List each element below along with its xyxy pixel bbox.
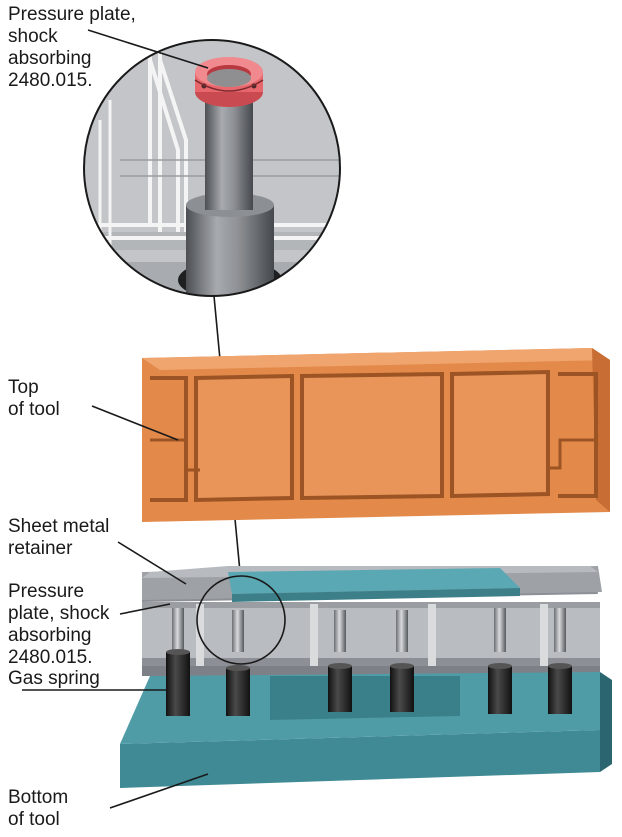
- gas-springs: [166, 608, 572, 716]
- focus-circle: [196, 575, 286, 665]
- pressure-plate-label: Pressure plate, shock absorbing 2480.015…: [8, 581, 110, 668]
- top-of-tool-label: Top of tool: [8, 377, 60, 420]
- bottom-of-tool-label: Bottom of tool: [8, 787, 69, 830]
- gas-spring: [488, 608, 512, 714]
- sheet-metal-retainer-label: Sheet metal retainer: [8, 516, 110, 559]
- gas-spring: [166, 608, 190, 716]
- gas-spring: [548, 608, 572, 714]
- gas-spring: [328, 610, 352, 712]
- pressure-plate-detail-label: Pressure plate, shock absorbing 2480.015…: [8, 4, 136, 91]
- gas-spring: [390, 610, 414, 712]
- spring-frame: [142, 602, 600, 676]
- bottom-of-tool: [120, 672, 612, 788]
- leader-lines: [22, 29, 209, 809]
- top-of-tool: [142, 348, 610, 522]
- sheet-metal-retainer: [142, 566, 602, 602]
- gas-spring-label: Gas spring: [8, 668, 100, 689]
- gas-spring: [226, 610, 250, 716]
- detail-magnifier: [83, 39, 341, 297]
